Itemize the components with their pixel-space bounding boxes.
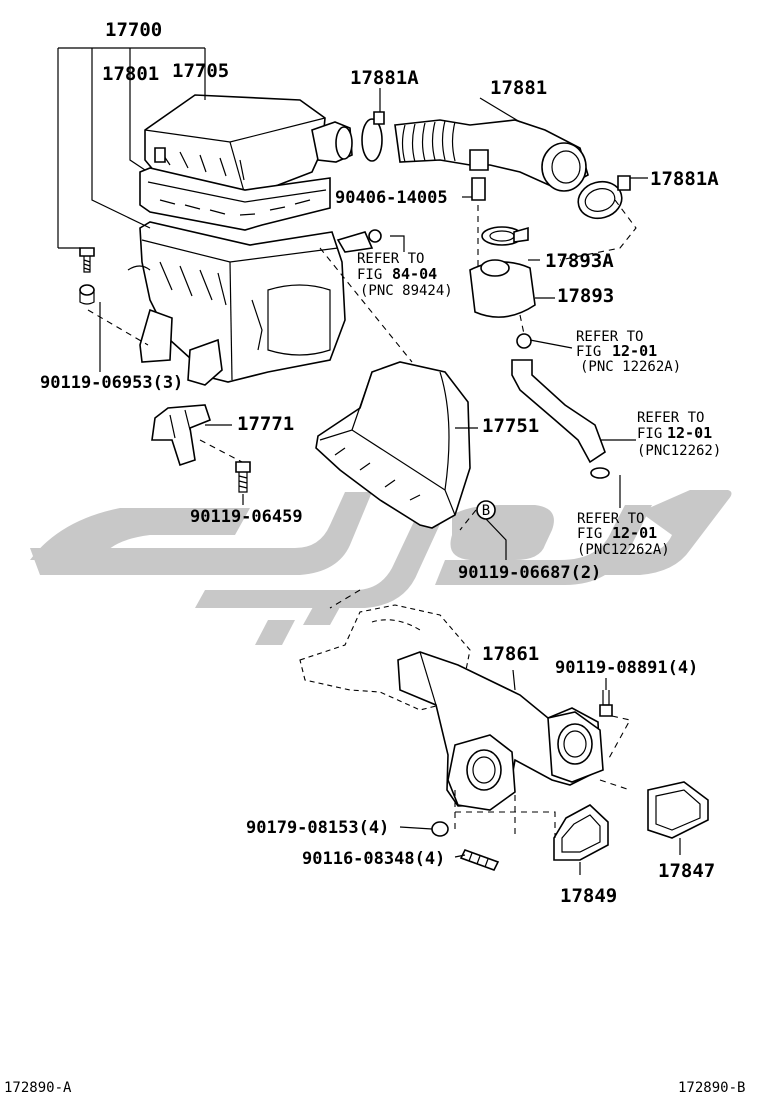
label-17861: 17861: [482, 643, 539, 665]
footer-code-left: 172890-A: [4, 1080, 72, 1096]
label-17751: 17751: [482, 415, 539, 437]
bracket-17771: [151, 404, 251, 493]
breather-hose: [511, 333, 610, 479]
ref4-fig-num: 12-01: [612, 524, 657, 542]
ref3-line1: REFER TO: [637, 410, 704, 426]
label-90119-08891: 90119-08891(4): [555, 658, 698, 678]
label-17700: 17700: [105, 19, 162, 41]
leader-lines: [57, 47, 681, 875]
bolt-90119-06953: [79, 247, 95, 305]
ref3-fig: FIG: [637, 426, 662, 442]
label-90406-14005: 90406-14005: [335, 188, 448, 208]
intake-hose-17881: [361, 111, 631, 220]
ref2-pnc: (PNC 12262A): [580, 359, 681, 375]
label-17893a: 17893A: [545, 250, 614, 272]
label-17881a-top: 17881A: [350, 67, 419, 89]
label-17847: 17847: [658, 860, 715, 882]
resonator-17893: [469, 226, 536, 318]
nut-90179: [431, 821, 449, 837]
ref2-fig-num: 12-01: [612, 342, 657, 360]
marker-b: B: [482, 503, 490, 519]
label-17801: 17801: [102, 63, 159, 85]
label-17705: 17705: [172, 60, 229, 82]
ref3-fig-num: 12-01: [667, 424, 712, 442]
label-90116-08348: 90116-08348(4): [302, 849, 445, 869]
label-17881: 17881: [490, 77, 547, 99]
label-17771: 17771: [237, 413, 294, 435]
ref2-line1: REFER TO: [576, 329, 643, 345]
label-17893: 17893: [557, 285, 614, 307]
label-90119-06459: 90119-06459: [190, 507, 303, 527]
ref1-fig-num: 84-04: [392, 265, 437, 283]
ref1-line1: REFER TO: [357, 251, 424, 267]
watermark-logo: [30, 490, 732, 645]
ref4-pnc: (PNC12262A): [577, 542, 670, 558]
reference-note-1: REFER TO FIG 84-04 (PNC 89424): [357, 251, 453, 299]
gasket-17847: [647, 781, 709, 839]
ref3-pnc: (PNC12262): [637, 443, 721, 459]
gasket-17849: [553, 804, 609, 861]
label-90119-06687: 90119-06687(2): [458, 563, 601, 583]
ref1-fig: FIG: [357, 267, 382, 283]
ref4-line1: REFER TO: [577, 511, 644, 527]
air-cleaner-assembly: [127, 94, 353, 386]
reference-note-3: REFER TO FIG 12-01 (PNC12262): [637, 410, 721, 459]
assembly-lines: [87, 199, 637, 838]
intake-pipe-17861: [397, 651, 613, 811]
duct-17751: B: [315, 361, 496, 529]
ref4-fig: FIG: [577, 526, 602, 542]
footer-code-right: 172890-B: [678, 1080, 745, 1096]
ref1-pnc: (PNC 89424): [360, 283, 453, 299]
label-90179-08153: 90179-08153(4): [246, 818, 389, 838]
reference-note-2: REFER TO FIG 12-01 (PNC 12262A): [576, 329, 681, 375]
valve-fig-84-04: [336, 229, 382, 253]
label-90119-06953: 90119-06953(3): [40, 373, 183, 393]
reference-note-4: REFER TO FIG 12-01 (PNC12262A): [577, 511, 670, 558]
ref2-fig: FIG: [576, 344, 601, 360]
stud-90116: [459, 849, 500, 871]
label-17881a-right: 17881A: [650, 168, 719, 190]
part-labels: 17700 17801 17705 17881A 17881 17881A 90…: [40, 19, 719, 907]
label-17849: 17849: [560, 885, 617, 907]
